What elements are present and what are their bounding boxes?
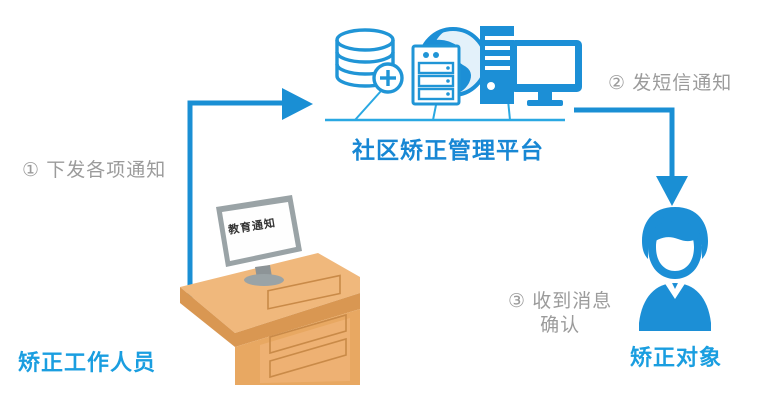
- database-add-badge-icon: [372, 62, 404, 94]
- arrow-step-1: [187, 88, 313, 300]
- officer-workstation-illustration: [180, 195, 360, 385]
- person-icon: [639, 207, 711, 331]
- monitor-icon: [216, 195, 302, 286]
- actor-label-left: 矫正工作人员: [18, 350, 157, 375]
- actor-label-right: 矫正对象: [630, 345, 723, 370]
- desk-icon: [180, 253, 360, 385]
- arrow-step-2: [574, 107, 688, 206]
- step-3-line-1: ③ 收到消息: [508, 291, 613, 312]
- server-rack-icon: [411, 44, 461, 106]
- step-2-label: ② 发短信通知: [608, 73, 733, 94]
- platform-title: 社区矫正管理平台: [352, 137, 544, 163]
- desktop-computer-icon: [480, 26, 582, 106]
- platform-icon-group: [325, 26, 582, 122]
- step-1-label: ① 下发各项通知: [22, 160, 167, 181]
- step-3-label: ③ 收到消息 确认: [508, 290, 612, 338]
- step-3-line-2: 确认: [540, 314, 581, 336]
